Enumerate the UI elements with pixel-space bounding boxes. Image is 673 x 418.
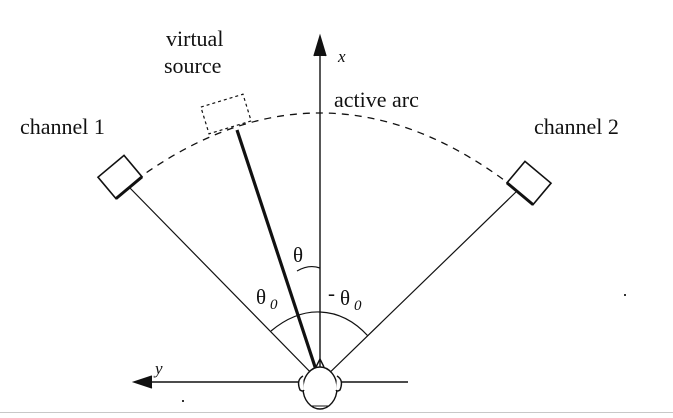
speck <box>182 400 184 402</box>
y-axis <box>131 375 408 389</box>
loudspeaker-icon-channel-1 <box>96 154 144 200</box>
channel-1-line <box>127 185 321 383</box>
channel-2-label: channel 2 <box>534 114 619 139</box>
virtual-source-label-line2: source <box>164 53 221 78</box>
theta0-label: θ 0 <box>256 285 278 313</box>
virtual-source-line <box>235 129 322 383</box>
x-axis-label: x <box>337 47 346 66</box>
loudspeaker-icon-channel-2 <box>505 160 553 206</box>
neg-theta0-arc <box>319 311 369 337</box>
theta-arc <box>296 265 321 272</box>
theta-label: θ <box>293 243 303 267</box>
x-axis <box>313 33 327 382</box>
active-arc-label: active arc <box>334 87 419 112</box>
svg-text:0: 0 <box>270 297 278 313</box>
neg-theta0-label: - θ 0 <box>328 281 362 314</box>
speck <box>624 294 626 296</box>
channel-2-line <box>319 189 519 383</box>
svg-text:θ: θ <box>256 285 266 309</box>
image-bottom-border <box>0 412 673 413</box>
svg-text:0: 0 <box>354 298 362 314</box>
y-axis-label: y <box>153 359 163 378</box>
channel-1-label: channel 1 <box>20 114 105 139</box>
dashed-loudspeaker-icon <box>200 93 252 135</box>
theta0-arc <box>270 311 321 332</box>
svg-text:-: - <box>328 281 335 305</box>
active-arc <box>135 112 505 181</box>
virtual-source-label-line1: virtual <box>166 26 223 51</box>
svg-text:θ: θ <box>340 286 350 310</box>
head-top-view-icon <box>297 357 343 410</box>
